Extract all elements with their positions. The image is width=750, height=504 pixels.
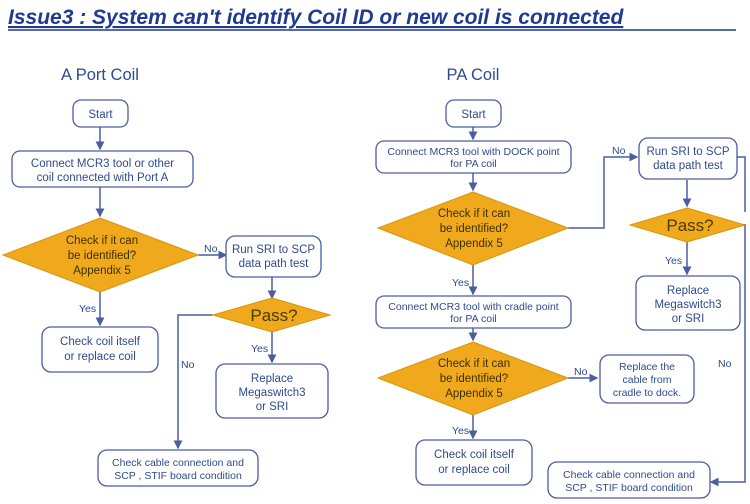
node-left-check-identify-line1: Check if it can bbox=[66, 235, 138, 247]
node-left-check-coil[interactable]: Check coil itself or replace coil bbox=[41, 326, 159, 373]
node-pa-replace-mega-line3: or SRI bbox=[672, 313, 705, 325]
node-left-connect-tool-line2: coil connected with Port A bbox=[37, 172, 169, 184]
node-pa-pass-shape bbox=[628, 207, 747, 243]
node-pa-check-identify-1-line1: Check if it can bbox=[438, 208, 510, 220]
edge-label-pa-identify2-no: No bbox=[574, 366, 588, 378]
edge-label-left-identify-no: No bbox=[204, 243, 218, 255]
node-pa-check-coil-line1: Check coil itself bbox=[434, 449, 515, 461]
node-pa-run-sri-line1: Run SRI to SCP bbox=[646, 146, 729, 158]
node-left-pass-shape bbox=[211, 297, 332, 333]
node-pa-connect-dock[interactable]: Connect MCR3 tool with DOCK point for PA… bbox=[375, 140, 572, 174]
node-pa-replace-mega-shape bbox=[635, 275, 741, 331]
section-header-pa-coil: PA Coil bbox=[447, 66, 500, 84]
left-flow-edges bbox=[95, 127, 277, 450]
node-left-connect-tool-shape bbox=[11, 150, 194, 188]
node-pa-pass-label: Pass? bbox=[666, 216, 713, 235]
node-pa-check-cable-shape bbox=[547, 461, 711, 499]
node-left-check-coil-shape bbox=[41, 326, 159, 373]
edge-pa-pass-no-to-checkcable bbox=[709, 224, 746, 487]
node-pa-connect-dock-shape bbox=[375, 140, 572, 174]
page-title: Issue3 : System can't identify Coil ID o… bbox=[8, 6, 624, 29]
edge-label-left-pass-no: No bbox=[181, 359, 195, 371]
edge-pa-runsri-right-stub bbox=[737, 156, 746, 212]
node-left-check-coil-line1: Check coil itself bbox=[60, 336, 141, 348]
section-header-a-port-coil: A Port Coil bbox=[61, 66, 139, 84]
node-pa-check-cable[interactable]: Check cable connection and SCP , STIF bo… bbox=[547, 461, 711, 499]
edge-label-pa-pass-no: No bbox=[718, 358, 732, 370]
node-left-check-cable-line1: Check cable connection and bbox=[112, 457, 244, 469]
node-left-check-identify-line2: be identified? bbox=[68, 250, 136, 262]
node-left-run-sri-line2: data path test bbox=[239, 258, 309, 270]
right-flow-edges bbox=[468, 127, 746, 487]
node-pa-run-sri-line2: data path test bbox=[653, 160, 723, 172]
node-pa-replace-cable-line2: cable from bbox=[622, 374, 671, 386]
node-pa-check-identify-1-line3: Appendix 5 bbox=[445, 238, 503, 250]
node-pa-connect-dock-line2: for PA coil bbox=[450, 158, 497, 170]
edge-pass-no-to-checkcable bbox=[173, 314, 213, 450]
node-pa-check-coil[interactable]: Check coil itself or replace coil bbox=[415, 439, 533, 486]
node-pa-start-label: Start bbox=[461, 109, 486, 121]
node-pa-replace-cable-shape bbox=[599, 354, 695, 404]
node-left-check-identify[interactable]: Check if it can be identified? Appendix … bbox=[1, 217, 200, 293]
node-pa-connect-cradle-line2: for PA coil bbox=[450, 313, 497, 325]
node-pa-replace-mega-line1: Replace bbox=[667, 285, 709, 297]
node-pa-check-identify-1-line2: be identified? bbox=[440, 223, 508, 235]
node-left-check-identify-line3: Appendix 5 bbox=[73, 265, 131, 277]
node-pa-replace-mega[interactable]: Replace Megaswitch3 or SRI bbox=[635, 275, 741, 331]
node-pa-connect-cradle[interactable]: Connect MCR3 tool with cradle point for … bbox=[375, 295, 572, 329]
node-pa-check-identify-2-line1: Check if it can bbox=[438, 358, 510, 370]
node-pa-check-cable-line1: Check cable connection and bbox=[563, 469, 695, 481]
node-left-replace-mega-line2: Megaswitch3 bbox=[238, 387, 305, 399]
node-pa-check-coil-line2: or replace coil bbox=[438, 464, 510, 476]
node-left-run-sri[interactable]: Run SRI to SCP data path test bbox=[225, 235, 322, 278]
edge-label-pa-pass-yes: Yes bbox=[665, 255, 682, 267]
node-pa-run-sri[interactable]: Run SRI to SCP data path test bbox=[638, 137, 738, 180]
node-pa-replace-cable-line1: Replace the bbox=[619, 361, 675, 373]
node-pa-check-identify-1[interactable]: Check if it can be identified? Appendix … bbox=[376, 191, 570, 266]
node-pa-connect-cradle-shape bbox=[375, 295, 572, 329]
node-pa-replace-mega-line2: Megaswitch3 bbox=[654, 299, 721, 311]
node-left-check-coil-line2: or replace coil bbox=[64, 351, 136, 363]
node-left-replace-mega-line1: Replace bbox=[251, 373, 293, 385]
node-pa-pass[interactable]: Pass? bbox=[628, 207, 747, 243]
node-pa-check-identify-2-shape bbox=[376, 341, 570, 416]
node-left-start-label: Start bbox=[88, 109, 113, 121]
node-left-start-shape bbox=[72, 99, 129, 128]
edge-label-pa-identify1-yes: Yes bbox=[452, 277, 469, 289]
node-left-replace-mega-shape bbox=[215, 363, 329, 419]
node-pa-check-identify-1-shape bbox=[376, 191, 570, 266]
node-pa-replace-cable[interactable]: Replace the cable from cradle to dock. bbox=[599, 354, 695, 404]
node-pa-check-identify-2[interactable]: Check if it can be identified? Appendix … bbox=[376, 341, 570, 416]
edge-label-left-identify-yes: Yes bbox=[79, 303, 96, 315]
edge-label-left-pass-yes: Yes bbox=[251, 343, 268, 355]
node-left-check-cable[interactable]: Check cable connection and SCP , STIF bo… bbox=[97, 449, 259, 487]
node-left-connect-tool[interactable]: Connect MCR3 tool or other coil connecte… bbox=[11, 150, 194, 188]
edge-label-pa-identify1-no: No bbox=[612, 145, 626, 157]
node-left-start[interactable]: Start bbox=[72, 99, 129, 128]
node-pa-check-identify-2-line3: Appendix 5 bbox=[445, 388, 503, 400]
node-pa-check-coil-shape bbox=[415, 439, 533, 486]
node-left-pass-label: Pass? bbox=[250, 306, 297, 325]
node-left-pass[interactable]: Pass? bbox=[211, 297, 332, 333]
node-pa-connect-dock-line1: Connect MCR3 tool with DOCK point bbox=[387, 146, 559, 158]
node-pa-start-shape bbox=[445, 99, 502, 128]
node-left-replace-mega[interactable]: Replace Megaswitch3 or SRI bbox=[215, 363, 329, 419]
edge-label-pa-identify2-yes: Yes bbox=[452, 425, 469, 437]
node-left-replace-mega-line3: or SRI bbox=[256, 401, 289, 413]
node-pa-check-identify-2-line2: be identified? bbox=[440, 373, 508, 385]
node-left-run-sri-shape bbox=[225, 235, 322, 278]
node-left-check-cable-line2: SCP , STIF board condition bbox=[114, 470, 242, 482]
node-pa-replace-cable-line3: cradle to dock. bbox=[613, 387, 681, 399]
node-pa-connect-cradle-line1: Connect MCR3 tool with cradle point bbox=[388, 301, 558, 313]
node-pa-check-cable-line2: SCP , STIF board condition bbox=[565, 482, 693, 494]
node-pa-start[interactable]: Start bbox=[445, 99, 502, 128]
edge-pa-check1-no-to-runsri bbox=[568, 152, 639, 229]
node-left-connect-tool-line1: Connect MCR3 tool or other bbox=[31, 158, 174, 170]
node-left-run-sri-line1: Run SRI to SCP bbox=[232, 244, 315, 256]
node-left-check-identify-shape bbox=[1, 217, 200, 293]
node-left-check-cable-shape bbox=[97, 449, 259, 487]
node-pa-run-sri-shape bbox=[638, 137, 738, 180]
